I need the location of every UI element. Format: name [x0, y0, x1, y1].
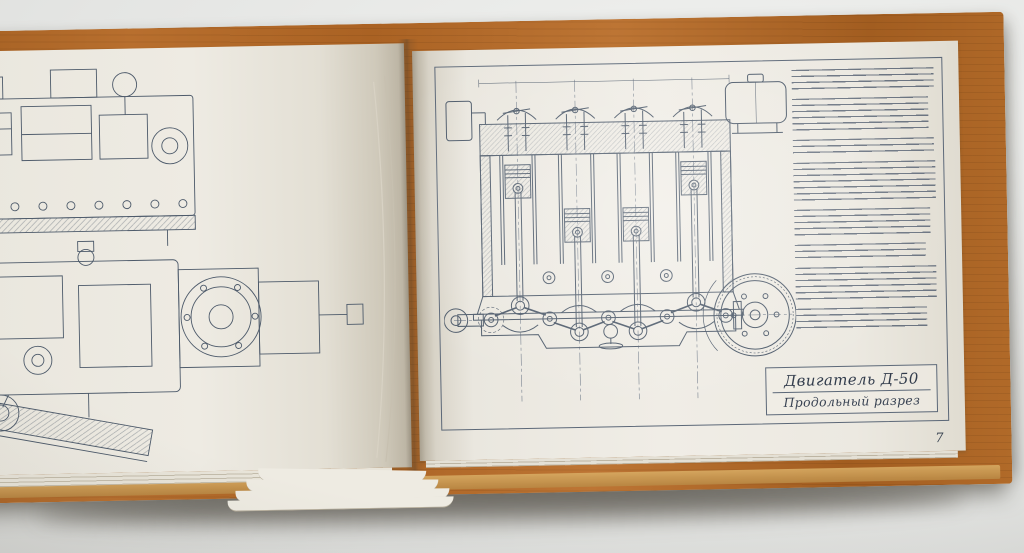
pistons — [505, 161, 710, 328]
side-view-drawing — [0, 67, 196, 250]
annotation-paragraph — [793, 160, 937, 205]
page-number: 7 — [935, 430, 944, 447]
annotation-paragraph — [796, 306, 928, 331]
annotation-paragraph — [794, 242, 926, 263]
drawing-subtitle: Продольный разрез — [783, 392, 921, 411]
cylinder-head — [479, 104, 730, 156]
engine-block — [480, 151, 733, 297]
drawing-frame: Двигатель Д-50 Продольный разрез — [434, 56, 950, 431]
drawing-title: Двигатель Д-50 — [771, 369, 931, 394]
left-page — [0, 43, 413, 477]
sheet-edge-lines — [369, 76, 398, 462]
oil-pan — [473, 292, 744, 352]
annotation-paragraph — [795, 265, 937, 304]
title-block: Двигатель Д-50 Продольный разрез — [765, 364, 939, 416]
annotation-paragraph — [792, 96, 929, 135]
dimension-line — [479, 75, 729, 88]
frame-rail-hatched — [0, 386, 153, 462]
rear-view-drawing — [0, 236, 366, 466]
right-page: Двигатель Д-50 Продольный разрез 7 — [412, 40, 966, 462]
annotation-paragraph — [794, 207, 931, 240]
annotation-paragraph — [791, 67, 934, 94]
annotation-paragraph — [792, 137, 934, 158]
annotation-column — [791, 67, 938, 336]
open-book: Двигатель Д-50 Продольный разрез 7 — [0, 11, 1013, 512]
left-page-drawings — [0, 51, 412, 472]
engine-section-drawing — [439, 66, 798, 419]
fuel-tank — [725, 74, 787, 134]
